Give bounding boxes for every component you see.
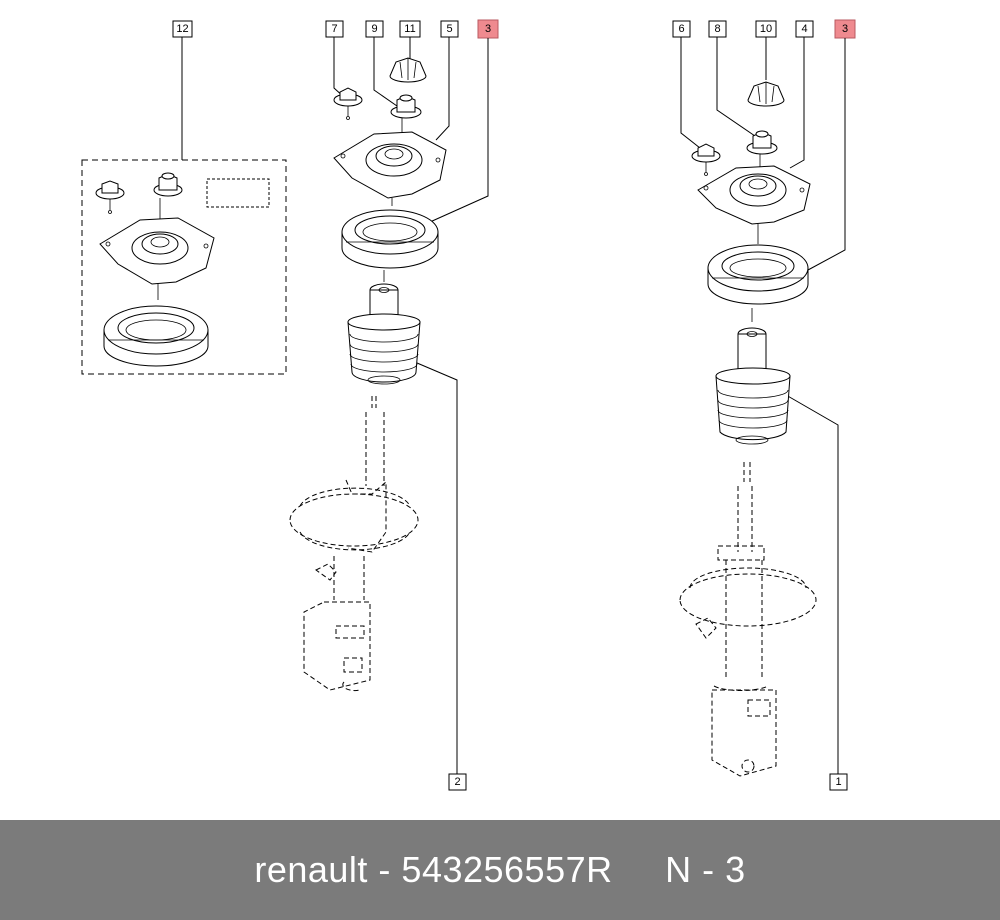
callout-3-right-highlighted[interactable]: 3 bbox=[834, 19, 856, 39]
callout-10[interactable]: 10 bbox=[755, 20, 777, 38]
svg-text:10: 10 bbox=[760, 23, 772, 35]
svg-text:8: 8 bbox=[714, 23, 720, 35]
right-cap-nut bbox=[747, 81, 785, 107]
left-mount-plate bbox=[333, 131, 447, 199]
callout-1[interactable]: 1 bbox=[829, 773, 848, 791]
svg-text:7: 7 bbox=[331, 23, 337, 35]
footer-bar: renault - 543256557R N - 3 bbox=[0, 820, 1000, 920]
svg-text:6: 6 bbox=[678, 23, 684, 35]
left-cap-nut bbox=[389, 57, 427, 83]
kit-12-group bbox=[81, 159, 287, 375]
kit-bolt bbox=[95, 180, 125, 214]
callout-7[interactable]: 7 bbox=[325, 20, 344, 38]
left-flange-nut bbox=[390, 94, 422, 119]
callout-12[interactable]: 12 bbox=[172, 20, 193, 38]
callout-8[interactable]: 8 bbox=[708, 20, 727, 38]
left-strut-assembly bbox=[289, 57, 447, 692]
svg-text:3: 3 bbox=[842, 23, 848, 35]
svg-text:3: 3 bbox=[485, 23, 491, 35]
svg-text:5: 5 bbox=[446, 23, 452, 35]
kit-bearing bbox=[103, 305, 209, 367]
callout-11[interactable]: 11 bbox=[399, 20, 421, 38]
svg-text:4: 4 bbox=[801, 23, 807, 35]
svg-text:12: 12 bbox=[176, 23, 188, 35]
kit-nut bbox=[153, 172, 183, 197]
left-bolt bbox=[333, 87, 363, 120]
right-mount-plate bbox=[697, 165, 811, 225]
parts-diagram: 12 7 9 11 5 3 6 8 10 4 3 2 1 bbox=[81, 19, 856, 791]
left-strut-body bbox=[289, 396, 419, 692]
footer-part-number-text: renault - 543256557R N - 3 bbox=[254, 849, 746, 890]
right-strut-body bbox=[679, 462, 817, 777]
callout-9[interactable]: 9 bbox=[365, 20, 384, 38]
svg-text:2: 2 bbox=[454, 776, 460, 788]
right-strut-assembly bbox=[679, 81, 817, 777]
right-flange-nut bbox=[746, 130, 778, 155]
left-strut-bearing bbox=[341, 209, 439, 269]
kit-mount-plate bbox=[99, 217, 215, 285]
right-bump-stop-boot bbox=[715, 327, 791, 445]
callout-5[interactable]: 5 bbox=[440, 20, 459, 38]
callout-4[interactable]: 4 bbox=[795, 20, 814, 38]
right-bolt bbox=[691, 143, 721, 176]
svg-text:1: 1 bbox=[835, 776, 841, 788]
callout-3-left-highlighted[interactable]: 3 bbox=[477, 19, 499, 39]
right-strut-bearing bbox=[707, 244, 809, 305]
svg-text:9: 9 bbox=[371, 23, 377, 35]
left-bump-stop-boot bbox=[347, 283, 421, 385]
svg-text:11: 11 bbox=[404, 23, 415, 35]
callout-2[interactable]: 2 bbox=[448, 773, 467, 791]
callout-6[interactable]: 6 bbox=[672, 20, 691, 38]
